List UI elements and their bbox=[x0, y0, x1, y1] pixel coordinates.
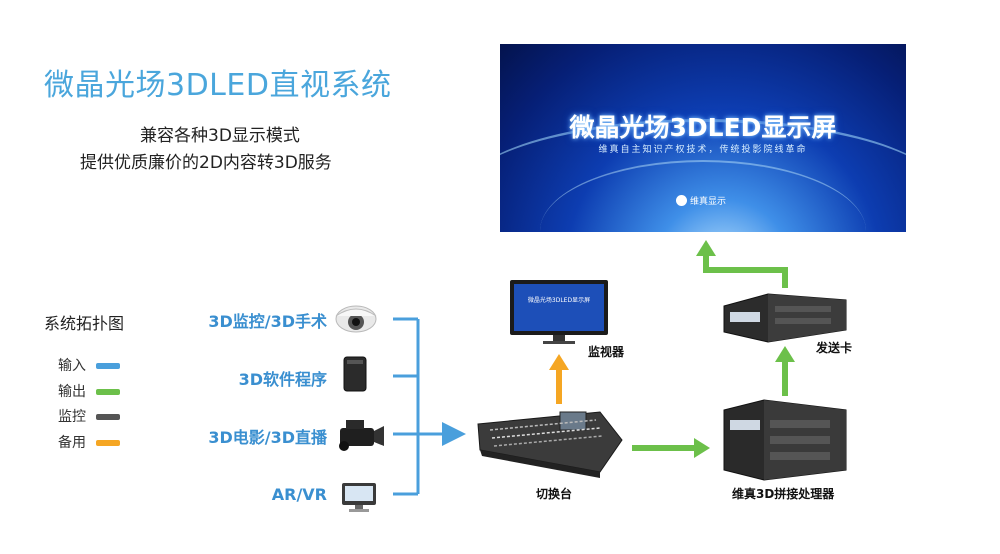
svg-text:微晶光场3DLED显示屏: 微晶光场3DLED显示屏 bbox=[528, 296, 590, 304]
output-arrow-to-sender bbox=[775, 346, 795, 396]
legend-item-backup: 备用 bbox=[58, 432, 86, 452]
source-label-3d-software: 3D软件程序 bbox=[238, 370, 327, 389]
screen-subtitle: 维真自主知识产权技术，传统投影院线革命 bbox=[598, 145, 808, 155]
led-screen-display: 微晶光场3DLED显示屏 维真自主知识产权技术，传统投影院线革命 维真显示 bbox=[500, 44, 906, 232]
sender-label: 发送卡 bbox=[816, 341, 853, 355]
splicing-processor bbox=[723, 399, 847, 481]
legend-label-backup: 备用 bbox=[58, 435, 86, 451]
source-label-3d-movie: 3D电影/3D直播 bbox=[208, 428, 327, 447]
subtitle-service: 提供优质廉价的2D内容转3D服务 bbox=[80, 153, 332, 173]
legend-item-input: 输入 bbox=[58, 355, 86, 375]
switcher-console bbox=[477, 411, 623, 478]
legend-label-monitor: 监控 bbox=[58, 409, 86, 425]
computer-monitor-icon bbox=[342, 483, 376, 512]
page-title: 微晶光场3DLED直视系统 bbox=[44, 68, 392, 103]
dome-camera-icon bbox=[335, 305, 377, 333]
legend-swatch-output bbox=[96, 389, 120, 395]
hard-drive-icon bbox=[343, 356, 367, 392]
sender-card bbox=[723, 293, 847, 343]
output-arrow-to-screen bbox=[696, 240, 788, 288]
switcher-label: 切换台 bbox=[536, 487, 573, 501]
legend-swatch-input bbox=[96, 363, 120, 369]
output-arrow-to-processor bbox=[632, 438, 710, 458]
processor-label: 维真3D拼接处理器 bbox=[732, 487, 835, 501]
screen-title: 微晶光场3DLED显示屏 bbox=[569, 113, 837, 142]
legend-item-output: 输出 bbox=[58, 381, 86, 401]
topology-label: 系统拓扑图 bbox=[44, 314, 125, 333]
legend-label-output: 输出 bbox=[58, 384, 86, 400]
backup-arrow bbox=[549, 354, 569, 404]
screen-logo: 维真显示 bbox=[676, 194, 732, 208]
video-camera-icon bbox=[339, 420, 384, 451]
monitor-device: 微晶光场3DLED显示屏 bbox=[510, 280, 608, 344]
subtitle-compat: 兼容各种3D显示模式 bbox=[140, 126, 300, 146]
legend-swatch-backup bbox=[96, 440, 120, 446]
input-connector bbox=[393, 317, 466, 496]
source-label-ar-vr: AR/VR bbox=[271, 485, 327, 504]
legend-swatch-monitor bbox=[96, 414, 120, 420]
monitor-label: 监视器 bbox=[588, 345, 625, 359]
screen-logo-text: 维真显示 bbox=[690, 197, 727, 207]
source-label-3d-surveillance: 3D监控/3D手术 bbox=[208, 312, 327, 331]
legend-label-input: 输入 bbox=[58, 358, 86, 374]
legend-item-monitor: 监控 bbox=[58, 406, 86, 426]
